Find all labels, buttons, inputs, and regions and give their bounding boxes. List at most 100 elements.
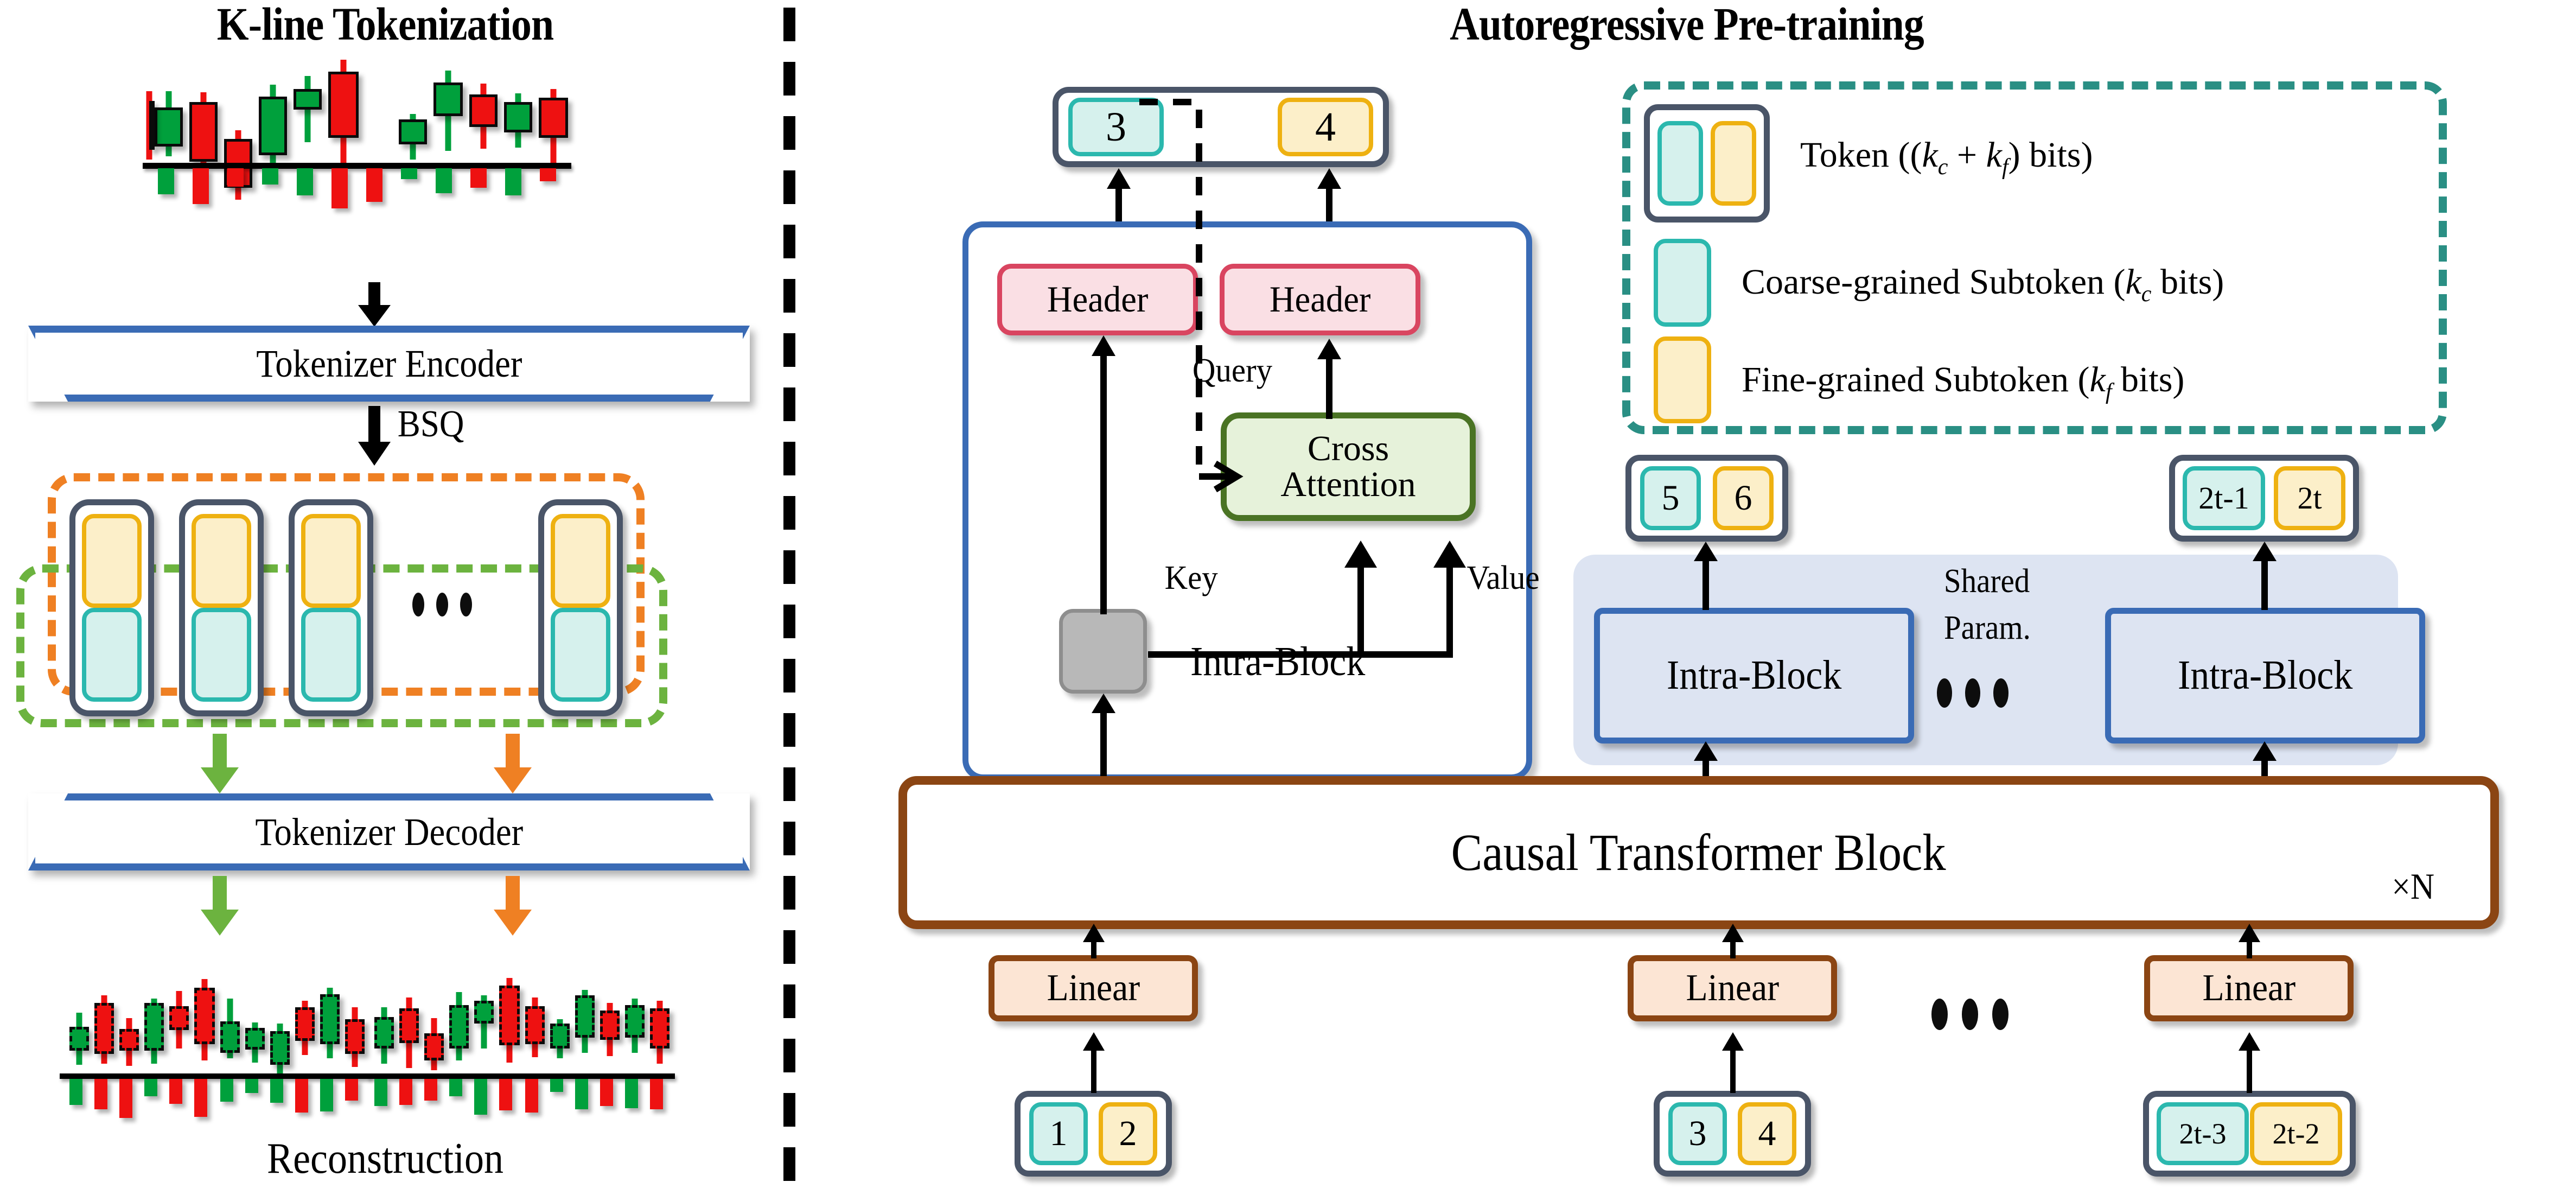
- tokenizer-decoder-block[interactable]: Tokenizer Decoder: [28, 793, 750, 870]
- arrow-chart-to-encoder: [358, 282, 391, 327]
- linear-box-1[interactable]: Linear: [989, 955, 1198, 1021]
- arrow-token2t-to-linear3: [2237, 1032, 2261, 1093]
- query-dashed-path: [1139, 99, 1244, 493]
- encoder-shape: [28, 326, 750, 402]
- tokenizer-encoder-block[interactable]: Tokenizer Encoder: [28, 326, 750, 402]
- linear-row-ellipsis: [1931, 999, 2008, 1030]
- decoder-shape: [28, 793, 750, 870]
- cross-attention-box[interactable]: Cross Attention: [1221, 412, 1476, 521]
- output-token-5-6: 5 6: [1625, 455, 1788, 542]
- token-column: [69, 499, 154, 716]
- legend-fine-subtoken-icon: [1654, 336, 1711, 423]
- linear-label-1: Linear: [1047, 967, 1140, 1009]
- reconstruction-chart-right: [368, 977, 675, 1134]
- causal-transformer-label: Causal Transformer Block: [1451, 823, 1946, 882]
- volume-bar: [424, 1079, 437, 1101]
- volume-bar: [193, 168, 209, 204]
- header-box-2[interactable]: Header: [1220, 264, 1420, 335]
- volume-bar: [262, 168, 278, 185]
- output-token-2t1-2t: 2t-1 2t: [2169, 455, 2359, 542]
- volume-bar: [625, 1079, 638, 1108]
- tokens-ellipsis: [412, 593, 472, 617]
- volume-bar: [345, 1079, 358, 1101]
- cross-attention-line-1: Cross: [1307, 429, 1389, 468]
- intra-block-shared-label-2: Intra-Block: [2177, 652, 2353, 698]
- linear-box-3[interactable]: Linear: [2144, 955, 2354, 1021]
- legend-label-fine: Fine-grained Subtoken (kf bits): [1742, 360, 2185, 405]
- coarse-subtoken-icon: [551, 608, 610, 702]
- causal-transformer-block[interactable]: Causal Transformer Block: [898, 776, 2499, 929]
- panel-divider: [783, 8, 795, 1196]
- coarse-subtoken-icon: [301, 608, 361, 702]
- volume-bar: [169, 1079, 182, 1104]
- arrow-cross-to-header2: [1317, 339, 1341, 419]
- volume-bar: [505, 168, 521, 195]
- volume-bar: [575, 1079, 588, 1109]
- volume-bar: [194, 1079, 207, 1117]
- coarse-subtoken-icon: [82, 608, 142, 702]
- volume-bar: [270, 1079, 283, 1103]
- linear-box-2[interactable]: Linear: [1628, 955, 1837, 1021]
- coarse-subtoken-5: 5: [1640, 466, 1701, 530]
- value-label: Value: [1466, 560, 1540, 596]
- intra-block-shared-2[interactable]: Intra-Block: [2105, 608, 2425, 744]
- key-value-paths: [1148, 541, 1466, 658]
- coarse-subtoken-2t-1: 2t-1: [2183, 466, 2265, 530]
- legend-coarse-subtoken-icon: [1654, 239, 1711, 327]
- fine-subtoken-icon: [551, 514, 610, 608]
- fine-subtoken-icon: [301, 514, 361, 608]
- arrow-bsq: [358, 406, 391, 466]
- fine-subtoken-4-input: 4: [1738, 1102, 1796, 1165]
- volume-bar: [69, 1079, 82, 1105]
- right-panel-title: Autoregressive Pre-training: [1450, 0, 1924, 50]
- header-box-1[interactable]: Header: [997, 264, 1198, 335]
- volume-bar: [374, 1079, 387, 1106]
- volume-bar: [650, 1079, 663, 1109]
- encoder-label: Tokenizer Encoder: [256, 341, 522, 385]
- coarse-subtoken-2t-3: 2t-3: [2157, 1102, 2249, 1165]
- legend-label-token: Token ((kc + kf) bits): [1800, 135, 2093, 180]
- bsq-label: BSQ: [397, 403, 464, 445]
- input-token-1-2: 1 2: [1015, 1091, 1172, 1177]
- cross-attention-line-2: Attention: [1280, 465, 1416, 504]
- grey-state-block: [1059, 609, 1147, 694]
- volume-bar: [94, 1079, 107, 1109]
- coarse-subtoken-3: 3: [1068, 98, 1164, 156]
- query-label: Query: [1192, 352, 1273, 389]
- fine-subtoken-icon: [192, 514, 251, 608]
- volume-bar: [144, 1079, 157, 1096]
- arrow-decoder-to-recon-left: [201, 876, 239, 937]
- volume-bar: [331, 168, 348, 208]
- linear-label-2: Linear: [1686, 967, 1779, 1009]
- arrow-grey-to-header1: [1092, 335, 1115, 614]
- volume-bar: [525, 1079, 538, 1113]
- left-panel-title: K-line Tokenization: [216, 0, 554, 50]
- intra-block-shared-1[interactable]: Intra-Block: [1594, 608, 1914, 744]
- coarse-subtoken-3-input: 3: [1668, 1102, 1727, 1165]
- volume-bar: [220, 1079, 233, 1102]
- shared-param-label-2: Param.: [1943, 609, 2031, 646]
- linear-label-3: Linear: [2202, 967, 2296, 1009]
- fine-subtoken-icon: [82, 514, 142, 608]
- input-kline-chart: [143, 60, 632, 288]
- arrow-token34-to-linear2: [1721, 1032, 1745, 1093]
- shared-param-label-1: Shared: [1943, 563, 2030, 600]
- arrow-header2-to-token4: [1317, 168, 1341, 230]
- volume-bar: [366, 168, 382, 202]
- decoder-label: Tokenizer Decoder: [255, 810, 523, 854]
- intra-block-detail-label: Intra-Block: [1190, 639, 1366, 684]
- legend-fine-part-icon: [1711, 121, 1756, 206]
- volume-bar: [227, 168, 244, 187]
- token-column: [538, 499, 623, 716]
- volume-bar: [499, 1079, 512, 1110]
- volume-bar: [399, 1079, 412, 1105]
- output-token-3-4: 3 4: [1053, 87, 1389, 167]
- token-column: [289, 499, 373, 716]
- volume-bar: [449, 1079, 462, 1096]
- arrow-linear2-to-ctb: [1721, 924, 1745, 958]
- volume-bar: [320, 1079, 333, 1111]
- volume-bar: [436, 168, 452, 193]
- volume-bar: [297, 168, 313, 195]
- intra-block-shared-label-1: Intra-Block: [1666, 652, 1842, 698]
- shared-param-ellipsis: [1937, 678, 2008, 708]
